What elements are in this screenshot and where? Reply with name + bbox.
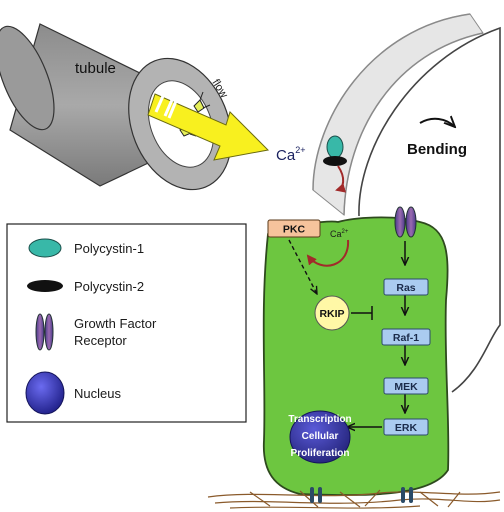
cell-nucleus: Transcription Cellular Proliferation	[288, 410, 352, 464]
integrin-icon	[310, 487, 413, 503]
mapk-cascade-arrows	[347, 241, 405, 427]
legend-label-polycystin-2: Polycystin-2	[74, 279, 144, 294]
rkip-label: RKIP	[319, 308, 344, 320]
erk-box: ERK	[383, 418, 429, 436]
mek-box: MEK	[383, 377, 429, 395]
nucleus-icon	[25, 371, 65, 415]
pkc-box: PKC	[267, 219, 321, 238]
rkip-node: RKIP	[314, 295, 350, 331]
primary-cilium	[312, 13, 484, 217]
calcium-ion-outer: Ca2+	[276, 145, 305, 164]
calcium-activation-arrow	[306, 239, 350, 267]
basement-membrane	[207, 489, 501, 509]
polycystin-1-icon	[28, 238, 62, 258]
growth-factor-receptor-icon	[394, 206, 417, 238]
growth-factor-receptor-icon	[35, 313, 54, 351]
legend-label-polycystin-1: Polycystin-1	[74, 241, 144, 256]
polycystin-2-icon	[27, 280, 63, 292]
pkc-to-rkip-arrow	[288, 239, 317, 294]
legend: Polycystin-1 Polycystin-2 Growth Factor …	[6, 223, 247, 423]
pkc-label: PKC	[283, 224, 306, 236]
tubule-label: tubule	[75, 60, 116, 77]
ras-box: Ras	[383, 278, 429, 296]
legend-label-growth-factor-receptor: Growth Factor Receptor	[74, 316, 160, 348]
raf-1-label: Raf-1	[393, 332, 419, 344]
ras-label: Ras	[396, 282, 415, 294]
bending-label: Bending	[407, 141, 467, 158]
cell-outer-membrane	[358, 26, 501, 393]
calcium-ion-inner: Ca2+	[330, 229, 349, 239]
nucleus-text-line-2: Cellular	[302, 431, 339, 442]
rkip-inhibits-raf	[351, 306, 373, 320]
calcium-influx-arrow	[335, 165, 347, 193]
erk-label: ERK	[395, 422, 418, 434]
mek-label: MEK	[394, 381, 418, 393]
nucleus-text-line-1: Transcription	[288, 414, 351, 425]
flow-arrow	[147, 93, 270, 161]
legend-label-nucleus: Nucleus	[74, 386, 121, 401]
tubule: tubule	[0, 23, 232, 191]
raf-1-box: Raf-1	[381, 328, 431, 346]
bending-arrow	[419, 119, 455, 127]
polycystin-1-icon	[326, 135, 344, 159]
polycystin-2-icon	[323, 156, 347, 166]
nucleus-text-line-3: Proliferation	[291, 448, 350, 459]
